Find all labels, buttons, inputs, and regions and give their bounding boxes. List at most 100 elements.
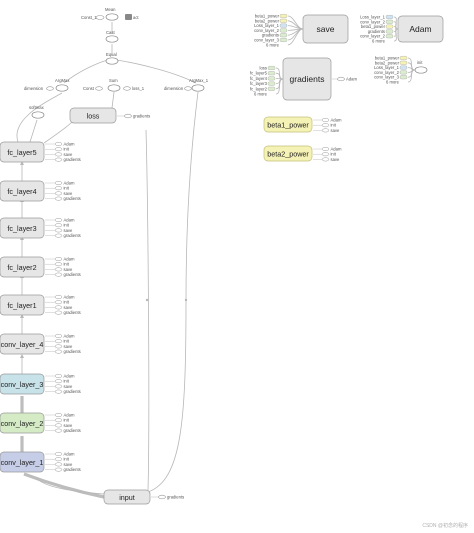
argmax1-node[interactable]: ArgMax_1 dimension (164, 78, 209, 92)
init-group[interactable]: beta1_powerbeta2_powerLoss_layer_1conv_l… (374, 56, 428, 85)
beta-link-label: init (331, 152, 337, 157)
adam-label: Adam (409, 24, 431, 34)
layer-link-gradients[interactable]: gradients (45, 272, 81, 277)
beta-link-save[interactable]: save (313, 128, 340, 133)
layer-link-init[interactable]: init (45, 379, 70, 384)
layer-link-label: Adam (64, 257, 75, 262)
layer-link-init[interactable]: init (45, 457, 70, 462)
equal-node[interactable]: Equal (105, 52, 119, 65)
layer-link-save[interactable]: save (45, 152, 73, 157)
input-6-more[interactable]: 6 more (254, 78, 284, 97)
beta1-label: beta1_power (267, 121, 309, 130)
softmax-node[interactable]: softmax (29, 105, 45, 119)
layer-link-label: init (64, 223, 70, 228)
input-label: 6 more (372, 39, 386, 44)
layer-link-init[interactable]: init (45, 262, 70, 267)
input-label: conv_layer_2 (360, 34, 386, 39)
layer-link-save[interactable]: save (45, 344, 73, 349)
layer-link-label: save (64, 152, 74, 157)
layer-label: conv_layer_3 (1, 380, 44, 389)
beta-link-label: save (331, 157, 341, 162)
layer-link-gradients[interactable]: gradients (45, 196, 81, 201)
layer-link-gradients[interactable]: gradients (45, 428, 81, 433)
layer-link-save[interactable]: save (45, 384, 73, 389)
input-label: beta1_power (375, 56, 400, 61)
input-beta1_power[interactable]: beta1_power (361, 24, 399, 30)
edge-input-loss (145, 129, 150, 491)
layer-link-save[interactable]: save (45, 267, 73, 272)
layer-link-adam[interactable]: Adam (45, 334, 75, 339)
layer-link-gradients[interactable]: gradients (45, 389, 81, 394)
input-6-more[interactable]: 6 more (266, 28, 304, 47)
layer-link-label: init (64, 457, 70, 462)
beta-link-adam[interactable]: Adam (313, 147, 342, 152)
layer-link-init[interactable]: init (45, 339, 70, 344)
sum-node[interactable]: Sum Const loss_1 (83, 78, 145, 92)
save-group[interactable]: beta1_powerbeta2_powerLoss_layer_1conv_l… (254, 14, 349, 48)
layer-link-save[interactable]: save (45, 191, 73, 196)
beta-link-init[interactable]: init (313, 152, 337, 157)
gradients-group[interactable]: lossfc_layer5fc_layer4fc_layer3fc_layer2… (250, 57, 357, 101)
layer-link-init[interactable]: init (45, 147, 70, 152)
layer-link-adam[interactable]: Adam (45, 413, 75, 418)
input-6-more[interactable]: 6 more (386, 69, 416, 85)
beta-link-init[interactable]: init (313, 123, 337, 128)
input-node[interactable]: input gradients (103, 489, 184, 505)
beta-link-save[interactable]: save (313, 157, 340, 162)
input-fc_layer4[interactable]: fc_layer4 (250, 76, 284, 81)
gradients-label: gradients (290, 74, 325, 84)
layer-link-adam[interactable]: Adam (45, 452, 75, 457)
layer-link-label: init (64, 147, 70, 152)
layer-link-label: init (64, 186, 70, 191)
layer-link-label: gradients (64, 272, 81, 277)
layer-link-adam[interactable]: Adam (45, 295, 75, 300)
layer-label: fc_layer3 (7, 224, 36, 233)
loss-node[interactable]: loss gradients (69, 107, 150, 124)
layer-link-adam[interactable]: Adam (45, 374, 75, 379)
layer-link-adam[interactable]: Adam (45, 257, 75, 262)
layer-label: conv_layer_4 (1, 340, 44, 349)
layer-link-gradients[interactable]: gradients (45, 349, 81, 354)
act-node[interactable]: act (125, 14, 139, 20)
layer-label: fc_layer1 (7, 301, 36, 310)
layer-link-gradients[interactable]: gradients (45, 310, 81, 315)
layer-link-gradients[interactable]: gradients (45, 233, 81, 238)
layer-link-save[interactable]: save (45, 423, 73, 428)
layer-link-adam[interactable]: Adam (45, 181, 75, 186)
layer-link-init[interactable]: init (45, 300, 70, 305)
save-label: save (317, 24, 335, 34)
main-edges (16, 22, 199, 499)
argmax-node[interactable]: ArgMax dimension (24, 78, 70, 92)
layer-link-init[interactable]: init (45, 418, 70, 423)
layer-link-save[interactable]: save (45, 305, 73, 310)
adam-group[interactable]: Loss_layer_1conv_layer_2beta1_powergradi… (360, 15, 444, 44)
layer-link-gradients[interactable]: gradients (45, 157, 81, 162)
layer-link-save[interactable]: save (45, 462, 73, 467)
layer-link-adam[interactable]: Adam (45, 218, 75, 223)
const1-node[interactable]: Const_1 (81, 15, 105, 20)
layer-link-label: Adam (64, 142, 75, 147)
mean-node[interactable]: Mean (105, 7, 119, 21)
layer-link-init[interactable]: init (45, 186, 70, 191)
beta-link-adam[interactable]: Adam (313, 118, 342, 123)
input-label: beta2_power (255, 18, 280, 23)
layer-link-adam[interactable]: Adam (45, 142, 75, 147)
cast-node[interactable]: Cast (105, 30, 119, 43)
input-6-more[interactable]: 6 more (372, 28, 399, 44)
layer-link-gradients[interactable]: gradients (45, 467, 81, 472)
layer-link-init[interactable]: init (45, 223, 70, 228)
layer-link-save[interactable]: save (45, 228, 73, 233)
layer-label: conv_layer_1 (1, 458, 44, 467)
